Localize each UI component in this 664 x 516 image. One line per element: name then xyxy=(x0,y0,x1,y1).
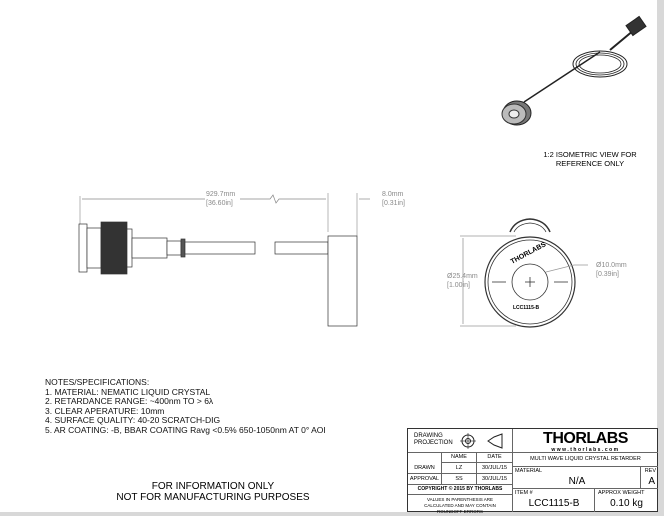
item-label: ITEM # xyxy=(515,490,533,496)
length-mm: 929.7mm xyxy=(206,191,236,198)
projection-symbol-icon xyxy=(460,433,503,449)
isometric-note: 1:2 ISOMETRIC VIEW FOR REFERENCE ONLY xyxy=(520,150,660,168)
rev-label: REV xyxy=(644,468,656,474)
isometric-view xyxy=(501,15,647,126)
part-item-marking: LCC1115-B xyxy=(513,305,540,311)
rev-cell: REV A xyxy=(641,467,658,489)
date-header: DATE xyxy=(477,453,513,463)
page-edge-bottom xyxy=(0,512,664,516)
material-value: N/A xyxy=(568,476,586,487)
aperture-in: [0.39in] xyxy=(596,271,619,278)
title-block: DRAWING PROJECTION NAME DATE DRAWN LZ 30… xyxy=(407,428,658,514)
weight-cell: APPROX WEIGHT 0.10 kg xyxy=(595,489,658,512)
thickness-in: [0.31in] xyxy=(382,200,405,207)
disclaimer: FOR INFORMATION ONLY NOT FOR MANUFACTURI… xyxy=(88,481,338,503)
diameter-in: [1.00in] xyxy=(447,282,470,289)
length-in: [36.60in] xyxy=(206,200,233,207)
website: www.thorlabs.com xyxy=(551,447,620,453)
aperture-dimension: Ø10.0mm [0.39in] xyxy=(596,261,627,279)
note-item: 2. RETARDANCE RANGE: ~400nm TO > 6λ xyxy=(45,396,214,407)
material-cell: MATERIAL N/A xyxy=(513,467,641,489)
notes-heading: NOTES/SPECIFICATIONS: xyxy=(45,377,150,387)
drawn-date: 30/JUL/15 xyxy=(477,463,513,474)
thickness-dimension: 8.0mm [0.31in] xyxy=(382,190,405,208)
isometric-note-line: REFERENCE ONLY xyxy=(555,159,625,168)
isometric-note-line: 1:2 ISOMETRIC VIEW FOR xyxy=(543,150,637,159)
front-view xyxy=(460,218,588,328)
thorlabs-logo: THORLABS xyxy=(543,430,628,447)
approval-name: SS xyxy=(441,474,477,485)
notes-specifications: NOTES/SPECIFICATIONS: 1. MATERIAL: NEMAT… xyxy=(45,377,326,436)
side-view xyxy=(78,193,370,327)
thickness-mm: 8.0mm xyxy=(382,191,404,198)
length-dimension: 929.7mm [36.60in] xyxy=(206,190,235,208)
page-edge-right xyxy=(657,0,664,516)
note-item: 3. CLEAR APERATURE: 10mm xyxy=(45,405,165,416)
disclaimer-line: NOT FOR MANUFACTURING PURPOSES xyxy=(116,492,310,503)
disclaimer-line: FOR INFORMATION ONLY xyxy=(151,481,275,492)
note-item: 1. MATERIAL: NEMATIC LIQUID CRYSTAL xyxy=(45,386,211,397)
diameter-dimension: Ø25.4mm [1.00in] xyxy=(447,272,478,290)
aperture-mm: Ø10.0mm xyxy=(596,262,627,269)
drawn-name: LZ xyxy=(441,463,477,474)
name-header: NAME xyxy=(441,453,477,463)
diameter-mm: Ø25.4mm xyxy=(447,273,478,280)
rev-value: A xyxy=(648,476,655,487)
item-cell: ITEM # LCC1115-B xyxy=(513,489,595,512)
note-item: 4. SURFACE QUALITY: 40-20 SCRATCH-DIG xyxy=(45,415,221,426)
material-label: MATERIAL xyxy=(515,468,543,474)
approval-date: 30/JUL/15 xyxy=(477,474,513,485)
weight-label: APPROX WEIGHT xyxy=(598,490,645,496)
projection-cell: DRAWING PROJECTION xyxy=(408,429,513,453)
logo-cell: THORLABS www.thorlabs.com xyxy=(513,429,658,453)
copyright: COPYRIGHT © 2015 BY THORLABS xyxy=(408,485,513,495)
part-description: MULTI WAVE LIQUID CRYSTAL RETARDER xyxy=(513,453,658,467)
approval-label: APPROVAL xyxy=(408,474,441,485)
projection-label: DRAWING PROJECTION xyxy=(414,433,453,446)
weight-value: 0.10 kg xyxy=(610,498,643,509)
values-note: VALUES IN PARENTHESIS ARE CALCULATED AND… xyxy=(408,495,513,514)
item-number: LCC1115-B xyxy=(528,498,580,509)
drawn-label: DRAWN xyxy=(408,463,441,474)
note-item: 5. AR COATING: -B, BBAR COATING Ravg <0.… xyxy=(45,424,326,435)
